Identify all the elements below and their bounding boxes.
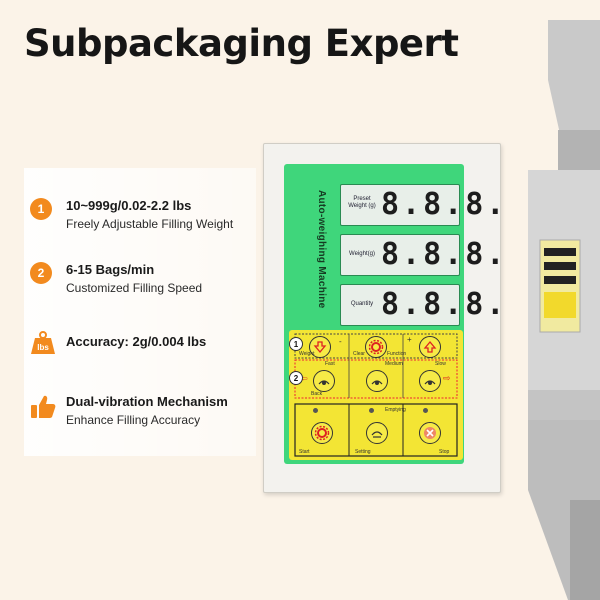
feature-subtitle: Enhance Filling Accuracy <box>66 413 201 427</box>
page-title: Subpackaging Expert <box>24 22 459 65</box>
thumbs-up-icon <box>30 394 56 418</box>
vibration-icon <box>371 431 383 438</box>
arrow-down-icon <box>313 341 327 354</box>
weight-up-button[interactable] <box>419 336 441 358</box>
vibration-icon <box>318 380 330 385</box>
arrow-up-icon <box>423 340 437 353</box>
svg-text:lbs: lbs <box>37 343 49 352</box>
key-label-minus: - <box>339 337 342 346</box>
display-label: Preset Weight (g) <box>348 196 376 209</box>
setting-button[interactable] <box>366 422 388 444</box>
medium-button[interactable] <box>366 370 388 392</box>
arrow-left-icon: ⇦ <box>301 374 308 383</box>
key-label-plus: + <box>407 335 412 344</box>
machine-label: Auto-weighing Machine <box>316 190 327 309</box>
key-label-weight: Weight <box>299 351 315 357</box>
keypad-grid <box>294 333 458 457</box>
weight-icon: lbs <box>30 330 55 354</box>
vibration-icon <box>371 380 383 385</box>
start-button[interactable] <box>311 422 333 444</box>
feature-accuracy: lbs Accuracy: 2g/0.004 lbs <box>30 330 206 354</box>
number-one-icon: 1 <box>30 198 54 222</box>
vibration-icon <box>424 380 436 385</box>
gear-icon <box>368 339 384 355</box>
machine-body-illustration <box>528 20 600 600</box>
feature-title: Dual-vibration Mechanism <box>66 394 228 409</box>
display-digits: 8.8.8. <box>381 237 508 272</box>
key-label-start: Start <box>299 449 310 455</box>
key-label-emptying: Emptying <box>385 407 406 413</box>
keypad: Weight - Clear Function + Fast ⇦ Back Me… <box>289 330 463 460</box>
arrow-right-icon: ⇨ <box>443 373 451 383</box>
callout-marker-1: 1 <box>289 337 303 351</box>
feature-filling-speed: 2 6-15 Bags/min Customized Filling Speed <box>30 262 202 296</box>
key-label-fast: Fast <box>325 361 335 367</box>
fast-button[interactable] <box>313 370 335 392</box>
feature-subtitle: Customized Filling Speed <box>66 281 203 295</box>
weight-down-button[interactable] <box>309 336 331 358</box>
feature-filling-weight: 1 10~999g/0.02-2.2 lbs Freely Adjustable… <box>30 198 233 232</box>
display-label: Weight(g) <box>349 251 375 257</box>
key-label-function: Function <box>387 351 407 357</box>
key-label-setting: Setting <box>355 449 371 455</box>
key-label-medium: Medium <box>385 361 403 367</box>
display-digits: 8.8.8. <box>381 287 508 322</box>
feature-title: 10~999g/0.02-2.2 lbs <box>66 198 192 213</box>
key-label-stop: Stop <box>439 449 450 455</box>
stop-button[interactable] <box>419 422 441 444</box>
stop-indicator-led <box>423 408 428 413</box>
feature-title: Accuracy: 2g/0.004 lbs <box>66 334 207 349</box>
callout-marker-2: 2 <box>289 371 303 385</box>
number-two-icon: 2 <box>30 262 54 286</box>
display-digits: 8.8.8. <box>381 187 508 222</box>
key-label-back: Back <box>311 391 323 397</box>
setting-indicator-led <box>369 408 374 413</box>
key-label-clear: Clear <box>353 351 365 357</box>
feature-list: 1 10~999g/0.02-2.2 lbs Freely Adjustable… <box>24 168 256 456</box>
quantity-display: Quantity 8.8.8. <box>340 284 504 326</box>
stop-icon <box>424 427 436 439</box>
function-button[interactable] <box>365 336 387 358</box>
feature-subtitle: Freely Adjustable Filling Weight <box>66 217 234 231</box>
display-label: Quantity <box>350 301 374 307</box>
weight-display: Weight(g) 8.8.8. <box>340 234 504 276</box>
feature-dual-vibration: Dual-vibration Mechanism Enhance Filling… <box>30 394 228 428</box>
start-indicator-led <box>313 408 318 413</box>
feature-title: 6-15 Bags/min <box>66 262 155 277</box>
slow-button[interactable] <box>419 370 441 392</box>
gear-icon <box>314 425 330 441</box>
preset-weight-display: Preset Weight (g) 8.8.8. <box>340 184 504 226</box>
key-label-slow: Slow <box>435 361 446 367</box>
